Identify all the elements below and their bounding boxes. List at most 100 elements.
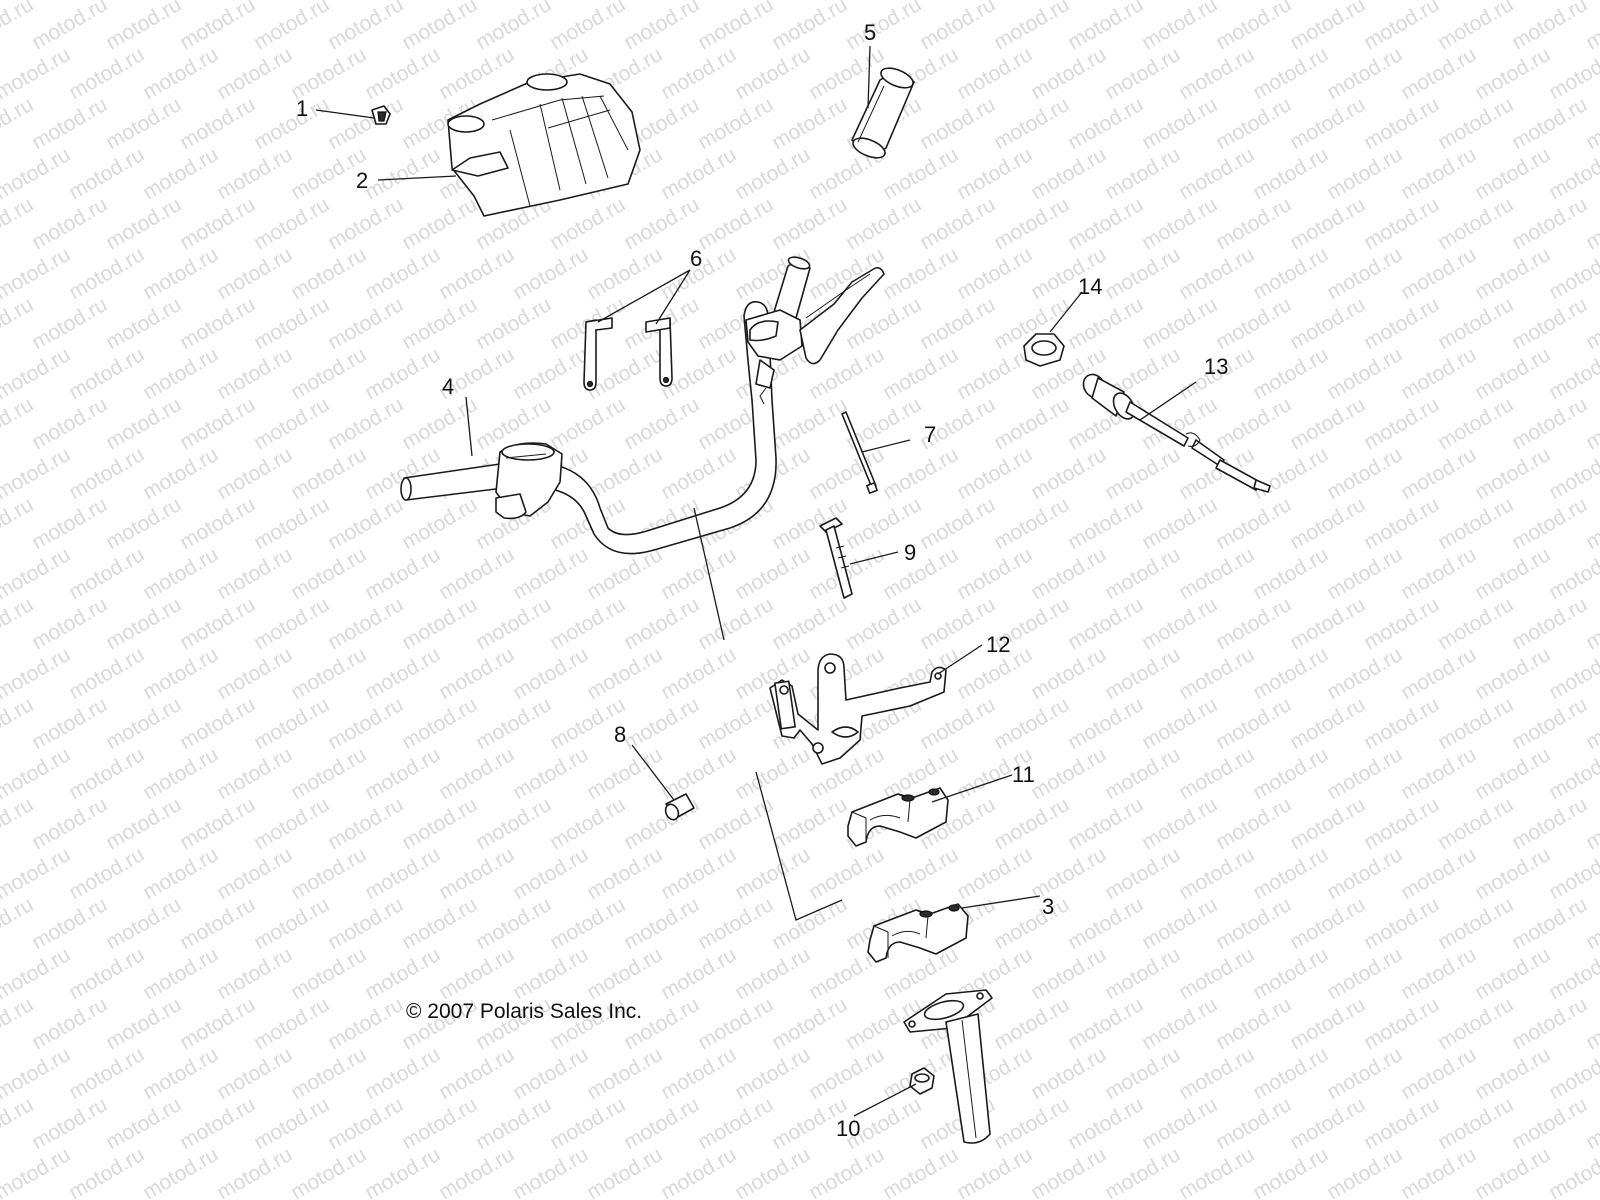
watermark-text: motod.ru [1249, 643, 1332, 704]
watermark-text: motod.ru [1212, 293, 1295, 354]
watermark-text: motod.ru [213, 743, 296, 804]
watermark-text: motod.ru [1027, 443, 1110, 504]
part-11-upper-clamp[interactable] [847, 787, 949, 847]
callout-8: 8 [614, 722, 626, 747]
watermark-text: motod.ru [1249, 343, 1332, 404]
watermark-text: motod.ru [1508, 0, 1591, 54]
watermark-text: motod.ru [139, 443, 222, 504]
watermark-text: motod.ru [361, 143, 444, 204]
watermark-text: motod.ru [176, 93, 259, 154]
watermark-text: motod.ru [1101, 843, 1184, 904]
watermark-text: motod.ru [324, 293, 407, 354]
watermark-text: motod.ru [176, 293, 259, 354]
watermark-text: motod.ru [361, 843, 444, 904]
part-1-rivet[interactable] [371, 105, 391, 125]
leader-lines [315, 45, 1197, 1117]
part-12-bracket[interactable] [769, 653, 947, 765]
watermark-text: motod.ru [990, 493, 1073, 554]
watermark-text: motod.ru [1286, 493, 1369, 554]
watermark-text: motod.ru [250, 293, 333, 354]
watermark-text: motod.ru [1101, 943, 1184, 1004]
watermark-text: motod.ru [1175, 843, 1258, 904]
part-2-handlebar-cover[interactable] [447, 73, 641, 217]
watermark-text: motod.ru [435, 843, 518, 904]
watermark-text: motod.ru [1286, 993, 1369, 1054]
watermark-text: motod.ru [879, 243, 962, 304]
watermark-text: motod.ru [879, 0, 962, 4]
watermark-text: motod.ru [1471, 0, 1554, 4]
part-8-small-bolt[interactable] [663, 793, 695, 822]
watermark-text: motod.ru [1175, 1143, 1258, 1200]
watermark-text: motod.ru [1286, 1093, 1369, 1154]
watermark-text: motod.ru [250, 993, 333, 1054]
watermark-text: motod.ru [879, 143, 962, 204]
part-14-nut[interactable] [1023, 333, 1065, 367]
watermark-text: motod.ru [1360, 193, 1443, 254]
watermark-text: motod.ru [657, 643, 740, 704]
watermark-text: motod.ru [1064, 993, 1147, 1054]
watermark-text: motod.ru [1175, 743, 1258, 804]
watermark-text: motod.ru [953, 243, 1036, 304]
watermark-text: motod.ru [1212, 593, 1295, 654]
watermark-text: motod.ru [1397, 43, 1480, 104]
watermark-text: motod.ru [620, 1093, 703, 1154]
part-9-bolt[interactable] [819, 517, 853, 599]
part-7-cable-tie[interactable] [841, 411, 878, 494]
watermark-text: motod.ru [287, 243, 370, 304]
watermark-text: motod.ru [176, 593, 259, 654]
watermark-text: motod.ru [1027, 743, 1110, 804]
watermark-text: motod.ru [1101, 443, 1184, 504]
watermark-text: motod.ru [1471, 543, 1554, 604]
watermark-text: motod.ru [1064, 193, 1147, 254]
watermark-text: motod.ru [879, 343, 962, 404]
watermark-text: motod.ru [250, 93, 333, 154]
callout-11: 11 [1012, 762, 1035, 787]
watermark-text: motod.ru [1138, 1093, 1221, 1154]
watermark-text: motod.ru [953, 43, 1036, 104]
watermark-text: motod.ru [879, 843, 962, 904]
watermark-text: motod.ru [1360, 293, 1443, 354]
watermark-text: motod.ru [102, 0, 185, 54]
watermark-text: motod.ru [472, 1093, 555, 1154]
watermark-text: motod.ru [509, 0, 592, 4]
watermark-text: motod.ru [1397, 243, 1480, 304]
watermark-text: motod.ru [1508, 993, 1591, 1054]
watermark-text: motod.ru [324, 893, 407, 954]
watermark-text: motod.ru [102, 793, 185, 854]
watermark-text: motod.ru [287, 843, 370, 904]
part-5-grip[interactable] [850, 64, 916, 162]
watermark-text: motod.ru [361, 643, 444, 704]
watermark-text: motod.ru [694, 693, 777, 754]
part-6-brackets[interactable] [583, 317, 673, 391]
watermark-text: motod.ru [1027, 643, 1110, 704]
part-3-lower-clamp[interactable] [867, 903, 969, 963]
watermark-text: motod.ru [213, 643, 296, 704]
watermark-text: motod.ru [1471, 943, 1554, 1004]
watermark-text: motod.ru [842, 193, 925, 254]
watermark-text: motod.ru [65, 743, 148, 804]
watermark-text: motod.ru [546, 393, 629, 454]
watermark-text: motod.ru [1323, 743, 1406, 804]
watermark-text: motod.ru [1434, 693, 1517, 754]
watermark-text: motod.ru [65, 843, 148, 904]
watermark-text: motod.ru [1101, 743, 1184, 804]
watermark-text: motod.ru [1471, 243, 1554, 304]
watermark-text: motod.ru [1212, 0, 1295, 54]
part-10-steering-post[interactable] [903, 989, 993, 1144]
watermark-text: motod.ru [139, 943, 222, 1004]
callout-13: 13 [1204, 354, 1228, 379]
watermark-text: motod.ru [398, 293, 481, 354]
part-4-handlebar[interactable] [400, 255, 885, 555]
watermark-text: motod.ru [990, 693, 1073, 754]
watermark-text: motod.ru [65, 243, 148, 304]
watermark-text: motod.ru [213, 443, 296, 504]
watermark-text: motod.ru [213, 943, 296, 1004]
watermark-text: motod.ru [546, 593, 629, 654]
watermark-text: motod.ru [990, 793, 1073, 854]
watermark-text: motod.ru [694, 1093, 777, 1154]
watermark-text: motod.ru [1101, 43, 1184, 104]
watermark-text: motod.ru [768, 0, 851, 54]
watermark-text: motod.ru [398, 0, 481, 54]
watermark-text: motod.ru [139, 843, 222, 904]
part-13-cable[interactable] [1079, 371, 1271, 493]
